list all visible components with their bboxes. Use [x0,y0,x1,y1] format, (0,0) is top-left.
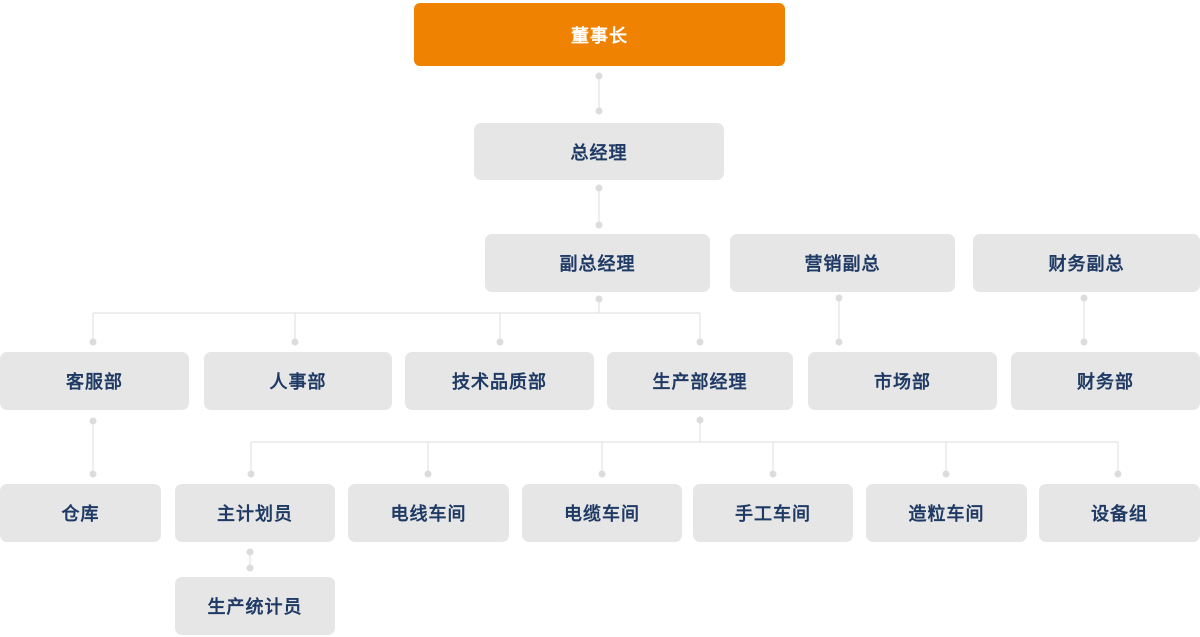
org-node-warehouse: 仓库 [0,484,161,542]
connector-fvp-finance [1080,294,1088,346]
org-node-cable-workshop: 电缆车间 [522,484,682,542]
org-node-granulation-workshop: 造粒车间 [866,484,1027,542]
org-node-production-dept-manager: 生产部经理 [607,352,793,410]
connector-dgm-children [89,295,704,346]
org-node-deputy-general-manager: 副总经理 [485,234,710,292]
org-node-chairman: 董事长 [414,3,785,66]
org-node-wire-workshop: 电线车间 [348,484,509,542]
org-node-customer-service-dept: 客服部 [0,352,189,410]
org-node-finance-vp: 财务副总 [973,234,1200,292]
connector-gm-dgm [595,184,603,229]
org-node-equipment-group: 设备组 [1039,484,1200,542]
org-node-marketing-vp: 营销副总 [730,234,955,292]
connector-chairman-gm [595,72,603,115]
org-node-chief-planner: 主计划员 [175,484,335,542]
org-node-manual-workshop: 手工车间 [693,484,853,542]
org-node-tech-quality-dept: 技术品质部 [405,352,594,410]
org-node-finance-dept: 财务部 [1011,352,1200,410]
org-node-market-dept: 市场部 [808,352,997,410]
org-node-production-statistician: 生产统计员 [175,577,335,635]
connector-production-children [247,416,1122,478]
org-node-hr-dept: 人事部 [204,352,392,410]
connector-mvp-market [835,294,843,346]
connector-kefu-warehouse [89,417,97,478]
org-node-general-manager: 总经理 [474,123,724,180]
connector-planner-statistician [246,548,254,572]
